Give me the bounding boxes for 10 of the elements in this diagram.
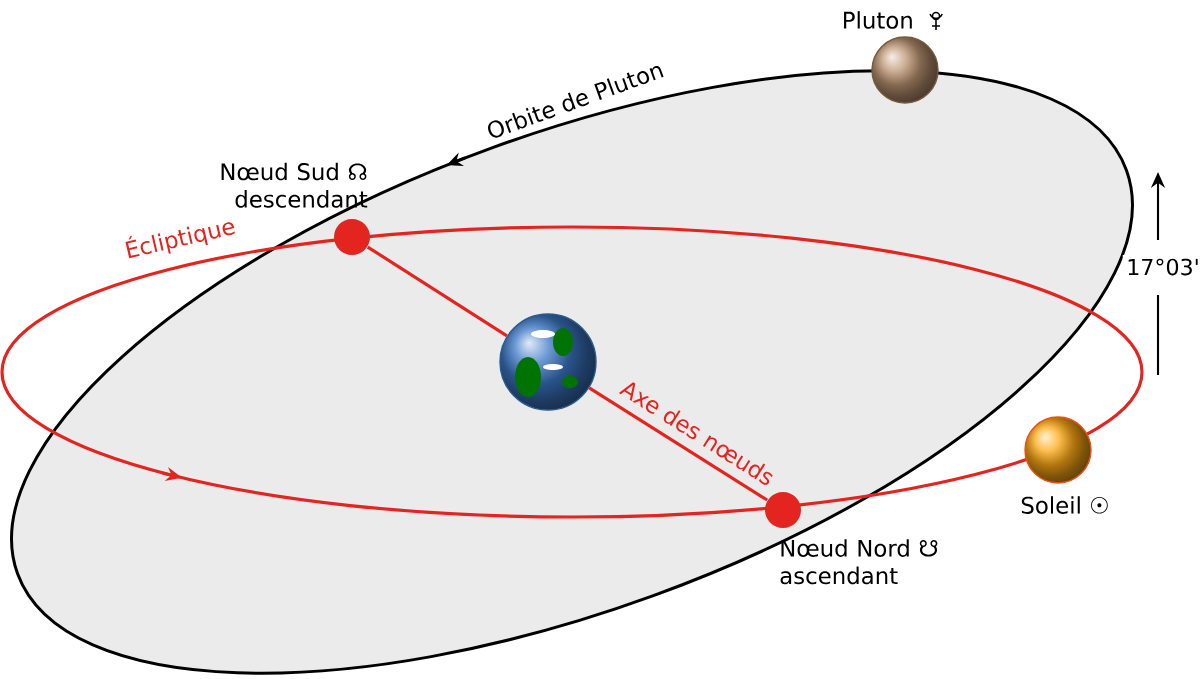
node-label: Soleil ☉ [1021,496,1108,514]
orbit-label: Orbite de Pluton [488,65,664,138]
node-label: Nœud Sud ☊ descendant [221,162,368,208]
node-label: Nœud Nord ☋ ascendant [780,539,938,585]
axis-line [366,245,508,338]
node-label: Pluton [844,11,912,29]
earth-picture [499,313,597,411]
axis-line [588,386,769,502]
angle-label: 17°03' [1122,255,1200,279]
orbit-label: Écliptique [125,222,235,259]
